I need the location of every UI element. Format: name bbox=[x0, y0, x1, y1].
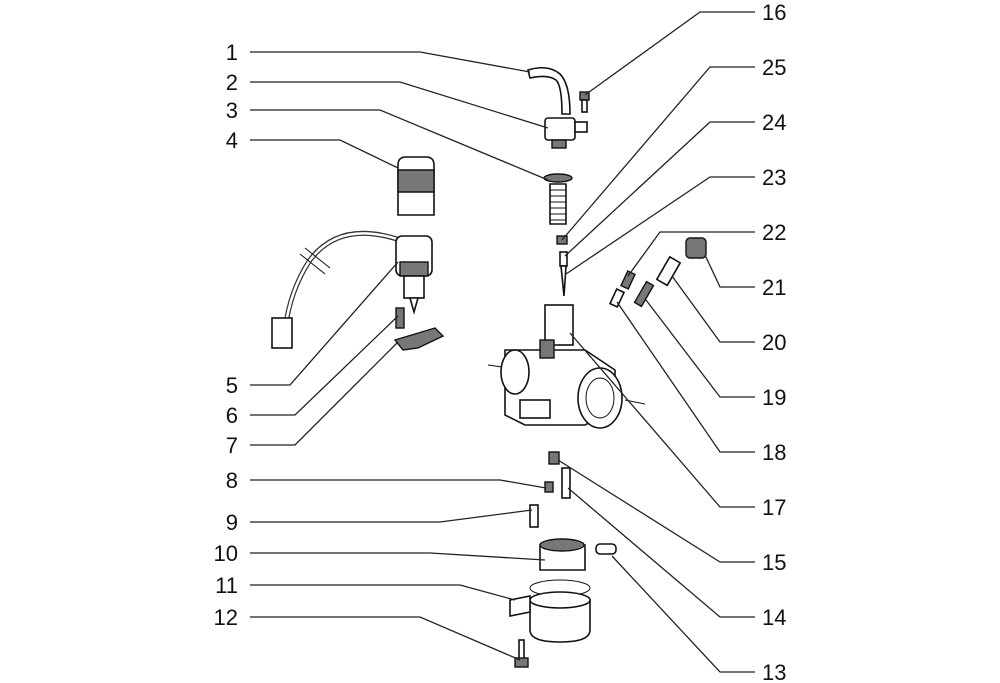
part-label-19: 19 bbox=[762, 385, 786, 410]
part-float bbox=[539, 538, 617, 571]
leader-line-24 bbox=[564, 121, 755, 257]
part-jet-8 bbox=[544, 481, 554, 493]
part-label-18: 18 bbox=[762, 440, 786, 465]
part-label-10: 10 bbox=[214, 541, 238, 566]
part-float-bowl bbox=[509, 579, 591, 643]
part-choke-cap bbox=[397, 156, 435, 216]
leader-line-5 bbox=[250, 261, 399, 386]
leader-line-14 bbox=[567, 487, 755, 618]
leader-line-22 bbox=[627, 231, 755, 277]
part-label-5: 5 bbox=[226, 373, 238, 398]
leader-line-8 bbox=[250, 479, 547, 489]
part-label-15: 15 bbox=[762, 550, 786, 575]
part-label-12: 12 bbox=[214, 605, 238, 630]
part-label-11: 11 bbox=[215, 573, 238, 598]
leader-line-12 bbox=[250, 616, 521, 661]
part-needle-holder-24 bbox=[559, 251, 568, 267]
leader-line-25 bbox=[561, 66, 755, 241]
part-screw-16 bbox=[579, 91, 590, 113]
part-top-cover bbox=[544, 117, 588, 149]
leader-line-4 bbox=[250, 139, 399, 169]
part-choke-assembly bbox=[271, 230, 433, 349]
leader-line-10 bbox=[250, 552, 546, 561]
part-label-7: 7 bbox=[226, 433, 238, 458]
leader-line-18 bbox=[616, 301, 755, 453]
part-label-8: 8 bbox=[226, 468, 238, 493]
leader-line-19 bbox=[645, 299, 755, 398]
part-atomizer-14 bbox=[561, 467, 571, 499]
leader-line-23 bbox=[565, 176, 755, 275]
leader-lines bbox=[250, 11, 755, 673]
part-screw-12 bbox=[514, 639, 529, 668]
part-label-25: 25 bbox=[762, 55, 786, 80]
part-spring bbox=[543, 173, 573, 225]
part-screw-6 bbox=[395, 307, 405, 329]
part-screw-19 bbox=[633, 280, 655, 308]
part-spring-18 bbox=[608, 287, 626, 309]
part-jet-15 bbox=[548, 451, 560, 465]
part-spring-20 bbox=[655, 255, 682, 287]
part-jet-9 bbox=[529, 504, 539, 528]
part-number-labels: 1234567891011121625242322212019181715141… bbox=[214, 0, 787, 683]
part-label-13: 13 bbox=[762, 660, 786, 683]
part-label-4: 4 bbox=[226, 128, 238, 153]
leader-line-17 bbox=[569, 332, 755, 508]
leader-line-16 bbox=[584, 11, 755, 96]
part-label-22: 22 bbox=[762, 220, 786, 245]
leader-line-13 bbox=[611, 555, 755, 673]
part-label-9: 9 bbox=[226, 510, 238, 535]
leader-line-7 bbox=[250, 341, 399, 446]
leader-line-1 bbox=[250, 51, 531, 73]
part-label-6: 6 bbox=[226, 403, 238, 428]
leader-line-2 bbox=[250, 81, 549, 129]
part-label-21: 21 bbox=[762, 275, 786, 300]
part-carburetor-body bbox=[487, 304, 646, 429]
parts-drawing bbox=[271, 66, 707, 668]
part-label-23: 23 bbox=[762, 165, 786, 190]
part-bracket-7 bbox=[393, 327, 445, 351]
leader-line-3 bbox=[250, 109, 549, 181]
part-label-2: 2 bbox=[226, 70, 238, 95]
part-label-20: 20 bbox=[762, 330, 786, 355]
part-label-1: 1 bbox=[226, 40, 238, 65]
part-label-17: 17 bbox=[762, 495, 786, 520]
part-fuel-pipe bbox=[527, 66, 571, 115]
leader-line-11 bbox=[250, 584, 516, 601]
part-label-3: 3 bbox=[226, 98, 238, 123]
part-label-24: 24 bbox=[762, 110, 786, 135]
part-idle-screw-21 bbox=[685, 237, 707, 259]
leader-line-9 bbox=[250, 509, 533, 523]
part-needle-23 bbox=[560, 265, 567, 297]
part-screw-22 bbox=[620, 270, 636, 290]
part-label-16: 16 bbox=[762, 0, 786, 25]
leader-line-21 bbox=[704, 254, 755, 288]
leader-line-6 bbox=[250, 315, 399, 416]
leader-line-20 bbox=[671, 275, 755, 343]
leader-line-15 bbox=[557, 459, 755, 563]
part-label-14: 14 bbox=[762, 605, 786, 630]
